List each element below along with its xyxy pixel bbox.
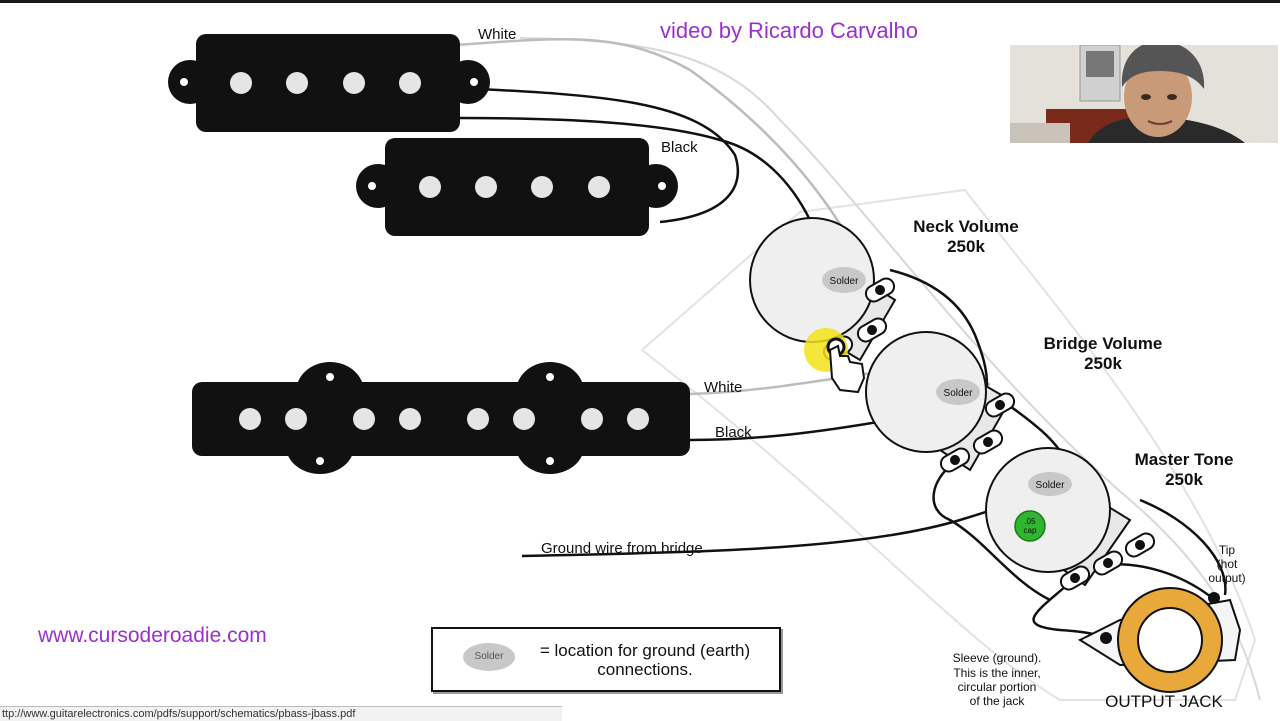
- status-bar-url: ttp://www.guitarelectronics.com/pdfs/sup…: [0, 706, 562, 721]
- legend-text: = location for ground (earth) connection…: [539, 641, 751, 679]
- tone-solder-label: Solder: [1036, 480, 1066, 491]
- cap-label-line1: .05: [1024, 517, 1036, 526]
- master-tone-pot: [985, 447, 1156, 591]
- tip-label-line1: Tip: [1219, 543, 1236, 557]
- white-bridge-label: White: [704, 379, 742, 396]
- pot-wire-5: [1139, 498, 1227, 596]
- tone-capacitor: [1014, 510, 1046, 542]
- p-pickup-bottom: [356, 138, 678, 236]
- video-credit: video by Ricardo Carvalho: [660, 18, 919, 43]
- bridge-volume-title: Bridge Volume: [1044, 334, 1163, 353]
- webcam-overlay: [1010, 45, 1278, 143]
- sleeve-label-line1: Sleeve (ground).: [953, 651, 1042, 665]
- pot-wire-3: [932, 460, 1051, 602]
- black-bridge-label: Black: [715, 424, 752, 441]
- pot-wire-1: [889, 268, 989, 401]
- tip-label-line3: output): [1208, 571, 1245, 585]
- bridge-solder-label: Solder: [944, 388, 974, 399]
- output-jack-title: OUTPUT JACK: [1105, 692, 1223, 711]
- control-plate-outline: [640, 188, 1257, 701]
- bridge-volume-value: 250k: [1084, 354, 1122, 373]
- sleeve-label-line2: This is the inner,: [953, 666, 1040, 680]
- website-link[interactable]: www.cursoderoadie.com: [38, 624, 267, 647]
- neck-volume-title: Neck Volume: [913, 217, 1019, 236]
- bridge-volume-pot: [865, 331, 1016, 473]
- master-tone-value: 250k: [1165, 470, 1203, 489]
- white-top-label: White: [478, 26, 516, 43]
- legend-solder-dot: Solder: [463, 643, 515, 671]
- master-tone-title: Master Tone: [1135, 450, 1234, 469]
- cap-label-line2: cap: [1024, 526, 1037, 535]
- pickguard-edge: [519, 37, 1261, 701]
- p-pickup-top: [168, 34, 490, 132]
- j-pickup: [192, 362, 690, 474]
- neck-solder-label: Solder: [830, 276, 860, 287]
- solder-legend: Solder = location for ground (earth) con…: [431, 627, 781, 692]
- neck-volume-value: 250k: [947, 237, 985, 256]
- tip-label-line2: (hot: [1217, 557, 1238, 571]
- cursor-highlight: [804, 328, 866, 394]
- black-top-label: Black: [661, 139, 698, 156]
- ground-wire-label: Ground wire from bridge: [541, 540, 703, 557]
- sleeve-label-line4: of the jack: [970, 694, 1026, 708]
- output-jack: [1077, 587, 1242, 693]
- black-wire-series-loop: [459, 86, 740, 224]
- top-border: [0, 0, 1280, 3]
- sleeve-label-line3: circular portion: [958, 680, 1037, 694]
